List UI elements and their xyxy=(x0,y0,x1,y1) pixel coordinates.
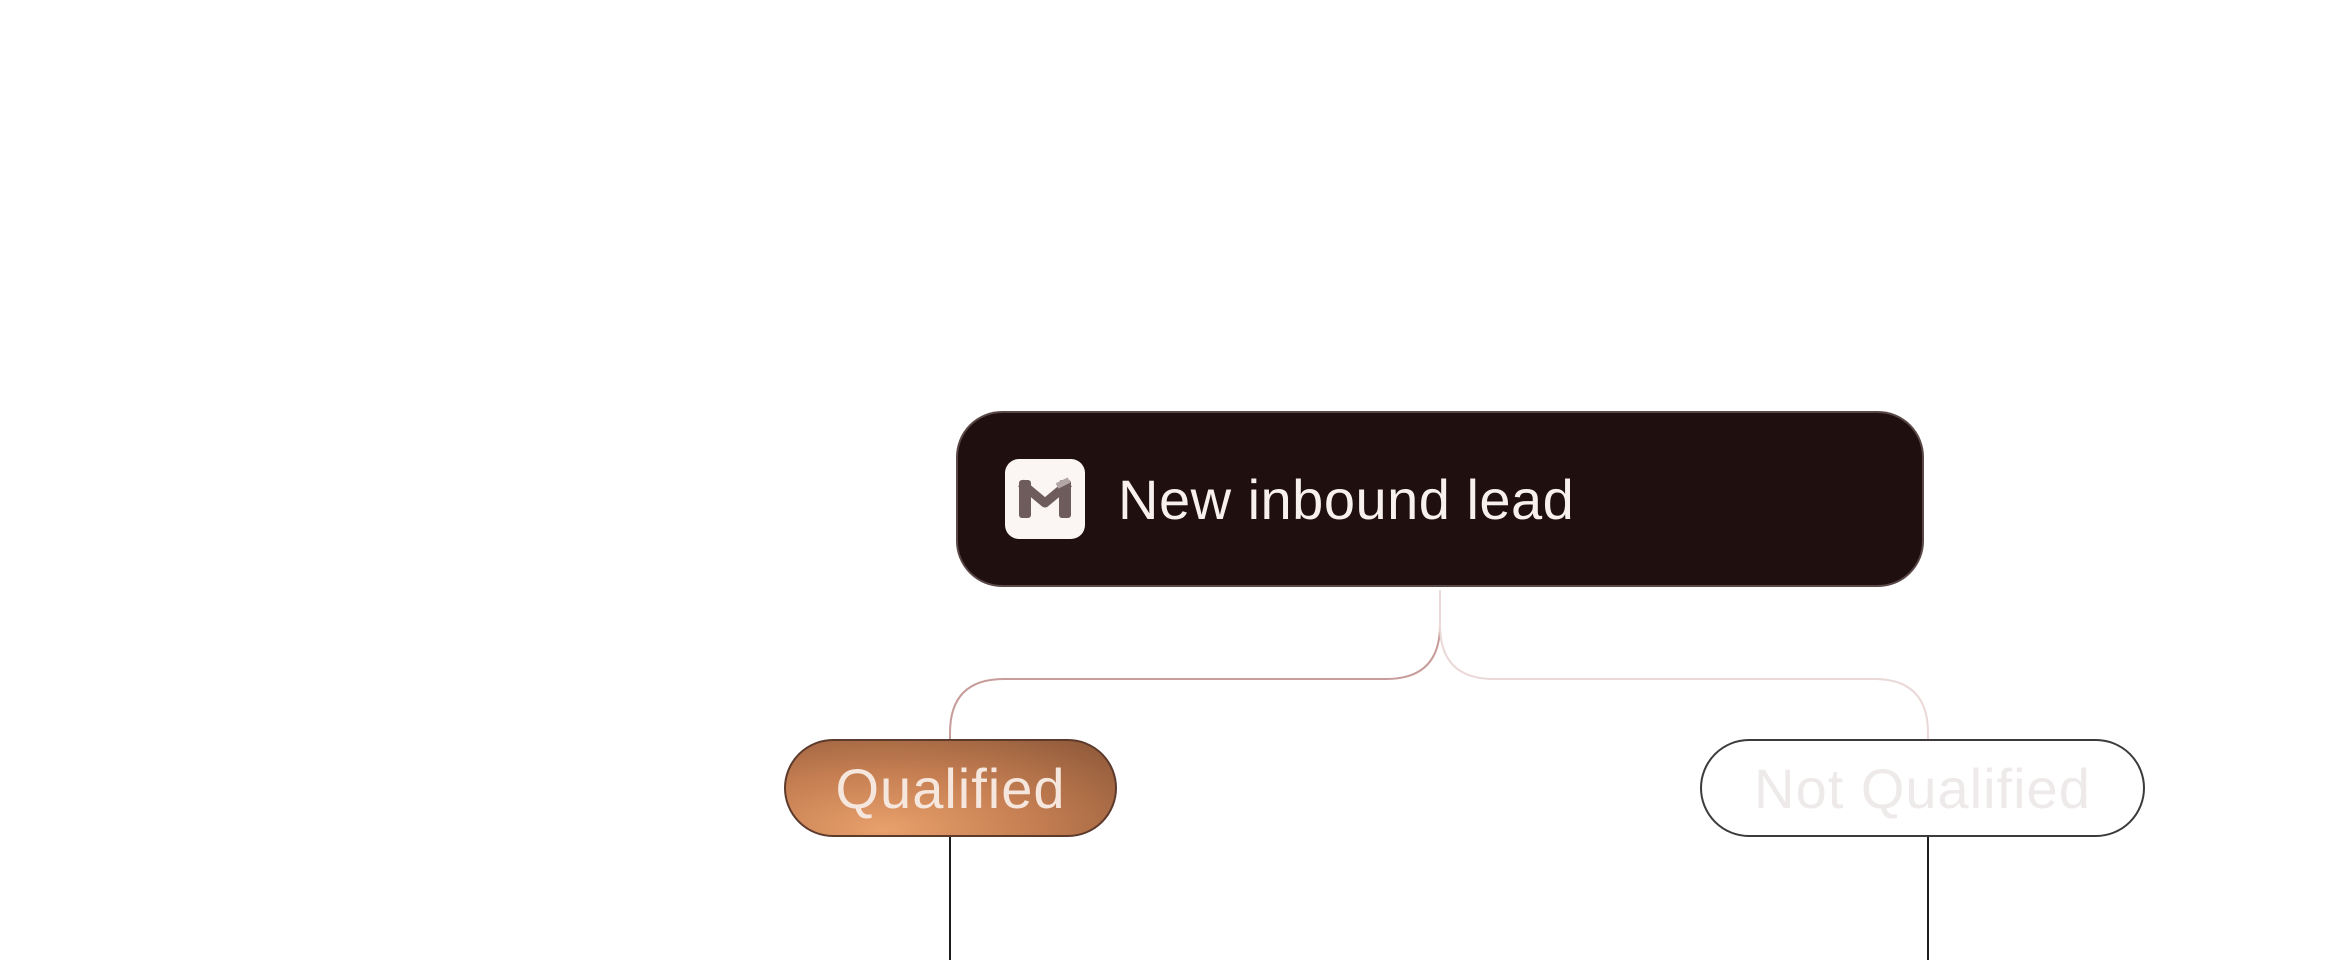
connector-to-qualified xyxy=(949,590,1441,739)
trigger-label: New inbound lead xyxy=(1118,467,1575,531)
branch-qualified[interactable]: Qualified xyxy=(784,739,1117,837)
connector-to-not-qualified xyxy=(1439,590,1929,739)
gmail-icon xyxy=(1005,459,1085,539)
trigger-node-new-inbound-lead[interactable]: New inbound lead xyxy=(956,411,1924,587)
branch-not-qualified[interactable]: Not Qualified xyxy=(1700,739,2145,837)
